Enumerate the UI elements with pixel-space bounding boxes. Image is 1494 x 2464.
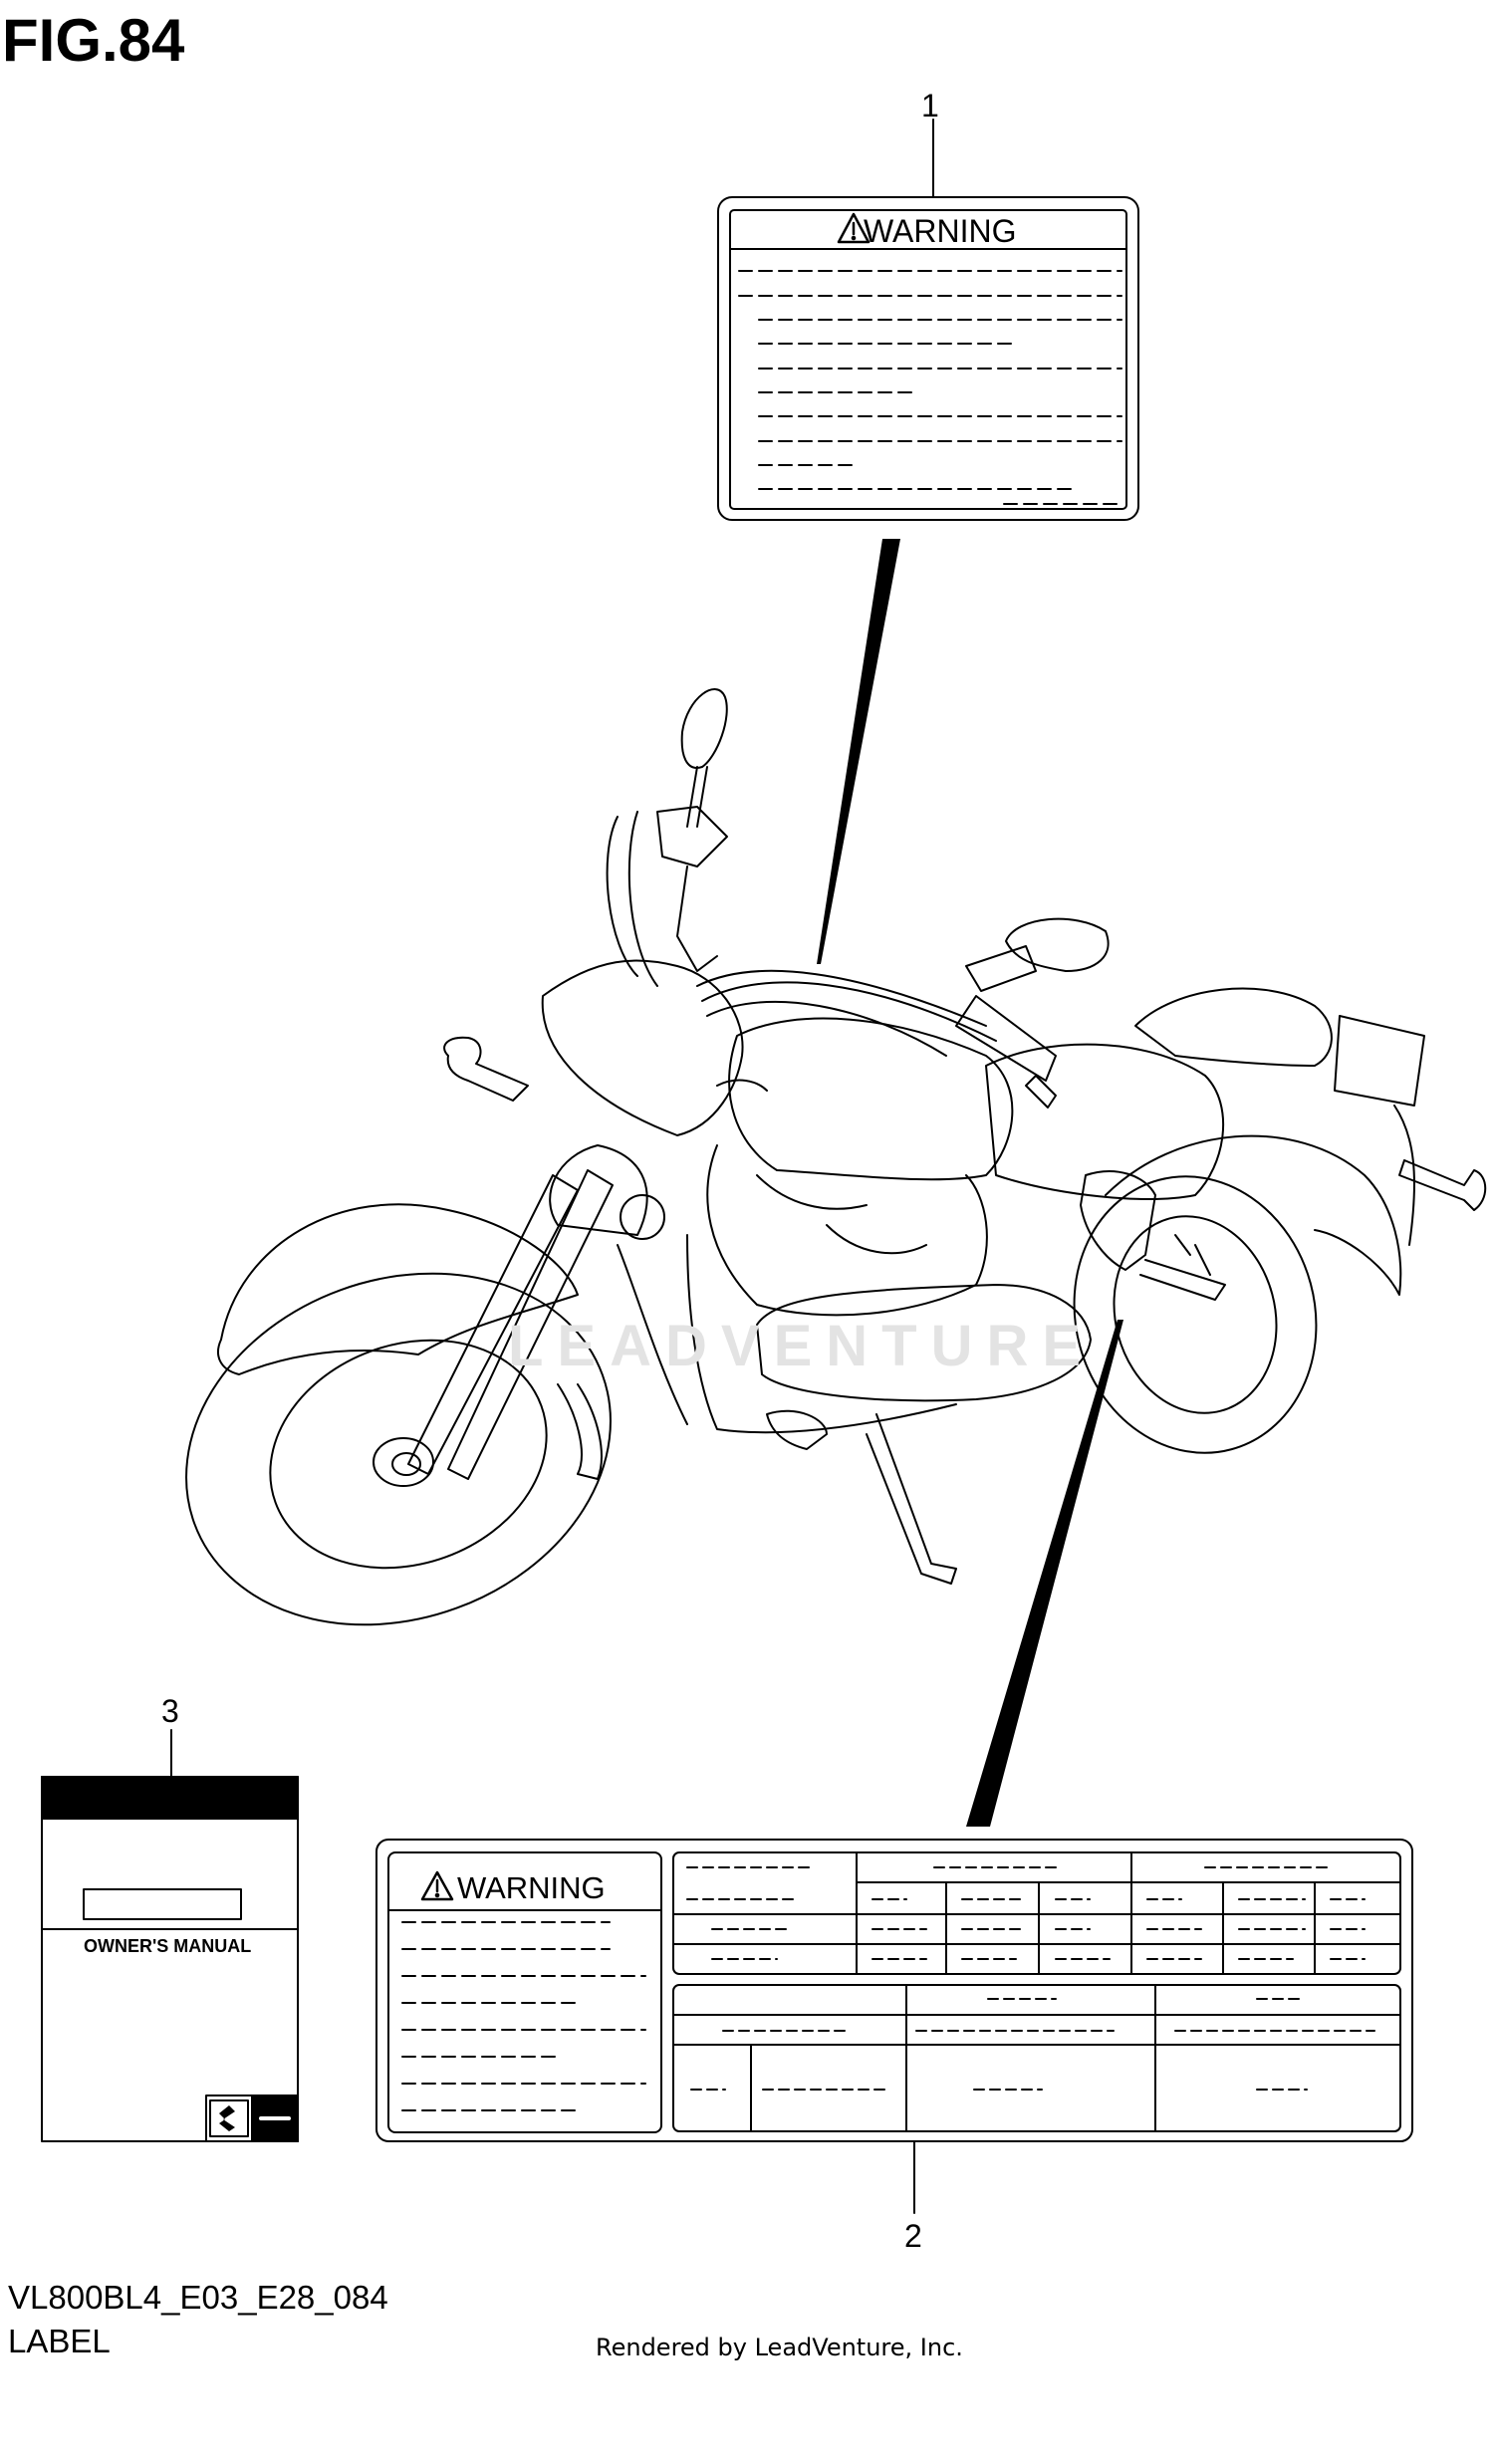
diagram-name: LABEL — [8, 2323, 111, 2359]
diagram-code: VL800BL4_E03_E28_084 — [8, 2279, 388, 2316]
watermark: LEADVENTURE — [508, 1314, 1096, 1378]
manual-title: OWNER'S MANUAL — [84, 1936, 251, 1956]
warning-triangle-icon — [837, 212, 871, 244]
callout-1: 1 — [921, 88, 939, 123]
callout-2: 2 — [904, 2218, 922, 2254]
owners-manual-book — [41, 1729, 299, 2142]
warning-label-2 — [375, 1839, 1413, 2214]
leader-wedge-2 — [966, 1320, 1123, 1827]
brand-logo-icon — [209, 2099, 249, 2137]
warning-triangle-icon — [420, 1870, 454, 1901]
render-credit: Rendered by LeadVenture, Inc. — [596, 2334, 963, 2361]
figure-title: FIG.84 — [2, 7, 185, 74]
warning-label-2-heading: WARNING — [457, 1870, 606, 1905]
callout-3: 3 — [161, 1693, 179, 1729]
warning-label-1 — [717, 119, 1139, 521]
warning-label-1-heading: WARNING — [864, 213, 1016, 249]
leader-wedge-1 — [817, 539, 900, 964]
motorcycle-outline — [185, 688, 1487, 1626]
